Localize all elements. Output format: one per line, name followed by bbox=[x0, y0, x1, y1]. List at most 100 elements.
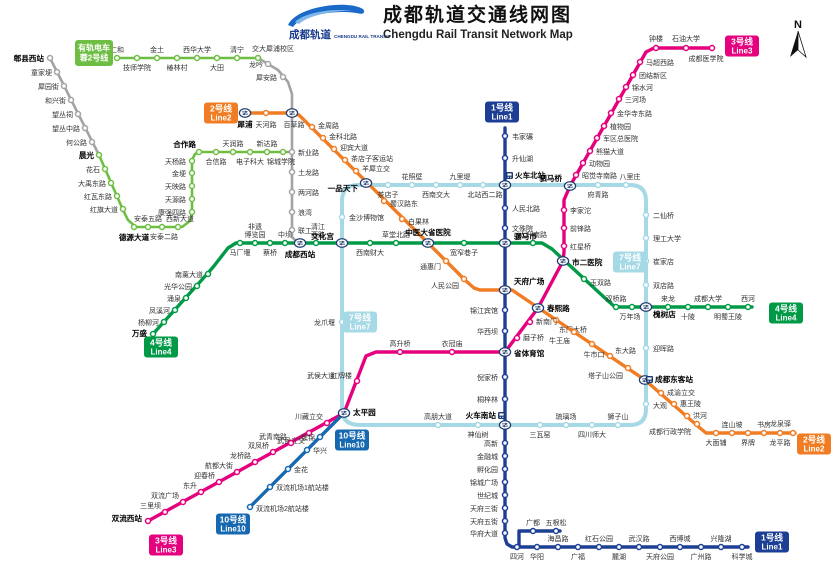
station-label: 天府广场 bbox=[514, 276, 545, 286]
station-label: 德源大道 bbox=[118, 232, 150, 242]
station-label: 李家沱 bbox=[570, 206, 591, 215]
station-label: 金埂 bbox=[172, 169, 186, 178]
station-label: 万盛 bbox=[131, 328, 148, 338]
station-锦江宾馆: 锦江宾馆 bbox=[470, 306, 509, 315]
station-洪河: 洪河 bbox=[683, 411, 707, 420]
station-label: 新业路 bbox=[298, 148, 319, 157]
station-非遗博览园: 非遗博览园 bbox=[245, 222, 266, 247]
station-草堂北路: 草堂北路 bbox=[382, 230, 410, 247]
svg-text:Line7: Line7 bbox=[620, 263, 641, 272]
station-label: 武青南路 bbox=[259, 432, 287, 441]
station-花照壁: 花照壁 bbox=[402, 172, 423, 189]
station-天府公园: 天府公园 bbox=[646, 543, 674, 561]
station-label: 簇锦 bbox=[301, 433, 315, 442]
station-清宁: 清宁 bbox=[230, 45, 244, 62]
station-label: 成都西站 bbox=[285, 249, 316, 259]
station-成渝立交: 成渝立交 bbox=[657, 388, 695, 397]
station-华阳: 华阳 bbox=[530, 543, 544, 561]
station-label: 成渝立交 bbox=[667, 388, 695, 397]
station-西南交大: 西南交大 bbox=[422, 181, 450, 199]
train-icon bbox=[506, 172, 513, 179]
station-label: 凤溪河 bbox=[149, 306, 170, 315]
station-来龙: 来龙 bbox=[661, 294, 675, 311]
station-label: 康强四路 bbox=[158, 208, 186, 217]
logo-en: CHENGDU RAIL TRANSIT bbox=[334, 34, 391, 39]
station-通惠门: 通惠门 bbox=[420, 257, 450, 271]
station-label: 麓湖 bbox=[612, 552, 626, 561]
station-label: 武侯大道 bbox=[307, 371, 335, 380]
station-世纪城: 世纪城 bbox=[477, 491, 509, 500]
station-四川师大: 四川师大 bbox=[578, 421, 606, 439]
station-label: 和兴街 bbox=[45, 96, 66, 105]
station-label: 太平园 bbox=[353, 407, 376, 417]
station-石油大学: 石油大学 bbox=[672, 34, 700, 52]
station-label: 天映路 bbox=[165, 182, 186, 191]
station-蜀汉路东: 蜀汉路东 bbox=[380, 197, 418, 208]
station-双店路: 双店路 bbox=[642, 281, 674, 290]
station-双凤桥: 双凤桥 bbox=[248, 441, 277, 456]
svg-text:Line1: Line1 bbox=[762, 543, 783, 552]
station-label: 天府公园 bbox=[646, 552, 674, 561]
station-中坝: 中坝 bbox=[278, 230, 292, 247]
station-label: 西南交大 bbox=[422, 190, 450, 199]
station-界牌: 界牌 bbox=[741, 429, 755, 447]
station-label: 万年场 bbox=[620, 312, 641, 321]
station-label: 十陵 bbox=[681, 312, 695, 321]
station-武侯大道: 武侯大道 bbox=[307, 371, 346, 380]
station-双流机场1航站楼: 双流机场1航站楼 bbox=[266, 483, 329, 492]
station-崔家店: 崔家店 bbox=[642, 257, 674, 266]
station-西河: 西河 bbox=[741, 295, 755, 311]
line-l4 bbox=[151, 241, 754, 336]
station-label: 羊犀立交 bbox=[362, 164, 390, 173]
svg-text:2号线: 2号线 bbox=[210, 103, 232, 114]
station-涌泉: 涌泉 bbox=[167, 294, 190, 303]
svg-text:Line1: Line1 bbox=[492, 113, 513, 122]
station-川藏立交: 川藏立交 bbox=[295, 412, 331, 427]
station-label: 熊猫大道 bbox=[596, 147, 624, 156]
station-犀安路: 犀安路 bbox=[256, 73, 287, 82]
station-人民北路: 人民北路 bbox=[501, 204, 540, 213]
station-红瓦东路: 红瓦东路 bbox=[84, 192, 121, 201]
station-label: 龙桥路 bbox=[230, 451, 251, 460]
station-label: 五根松 bbox=[546, 518, 567, 527]
station-label: 金周路 bbox=[318, 121, 339, 130]
station-label: 红瓦东路 bbox=[84, 192, 112, 201]
station-天府三街: 天府三街 bbox=[470, 504, 509, 513]
station-label: 广福 bbox=[571, 552, 585, 561]
station-望丛祠: 望丛祠 bbox=[52, 110, 82, 119]
station-label: 崔家店 bbox=[653, 257, 674, 266]
station-明蜀王陵: 明蜀王陵 bbox=[714, 303, 742, 321]
station-label: 锦水河 bbox=[632, 83, 653, 92]
station-金科北路: 金科北路 bbox=[319, 132, 357, 142]
svg-text:10号线: 10号线 bbox=[220, 514, 247, 525]
station-锦城广场: 锦城广场 bbox=[470, 478, 509, 487]
station-label: 大田 bbox=[210, 63, 224, 72]
station-label: 双凤桥 bbox=[248, 441, 269, 450]
svg-text:Line4: Line4 bbox=[151, 348, 172, 357]
station-驷马桥: 驷马桥 bbox=[539, 173, 577, 191]
station-龙泉驿: 龙泉驿 bbox=[770, 419, 797, 437]
station-植物园: 植物园 bbox=[600, 122, 631, 131]
station-浪湾: 浪湾 bbox=[288, 208, 312, 217]
station-理工大学: 理工大学 bbox=[642, 234, 681, 243]
station-红旗大道: 红旗大道 bbox=[90, 205, 127, 214]
station-春熙路: 春熙路 bbox=[531, 303, 570, 313]
station-书房: 书房 bbox=[757, 420, 771, 437]
station-label: 椿林村 bbox=[167, 63, 188, 72]
station-合信路: 合信路 bbox=[206, 148, 227, 166]
station-中医大省医院: 中医大省医院 bbox=[405, 227, 451, 248]
station-label: 新南门 bbox=[536, 317, 557, 326]
station-杨柳河: 杨柳河 bbox=[138, 318, 168, 327]
station-红星桥: 红星桥 bbox=[560, 242, 591, 251]
station-马超西路: 马超西路 bbox=[636, 58, 674, 67]
station-军区总医院: 军区总医院 bbox=[593, 134, 638, 143]
station-label: 两河路 bbox=[298, 188, 319, 197]
station-label: 植物园 bbox=[610, 122, 631, 131]
station-新南门: 新南门 bbox=[526, 317, 557, 326]
station-label: 理工大学 bbox=[653, 234, 681, 243]
station-label: 仁和 bbox=[110, 45, 124, 54]
station-label: 骡马市 bbox=[514, 231, 537, 241]
station-金埂: 金埂 bbox=[172, 169, 196, 178]
